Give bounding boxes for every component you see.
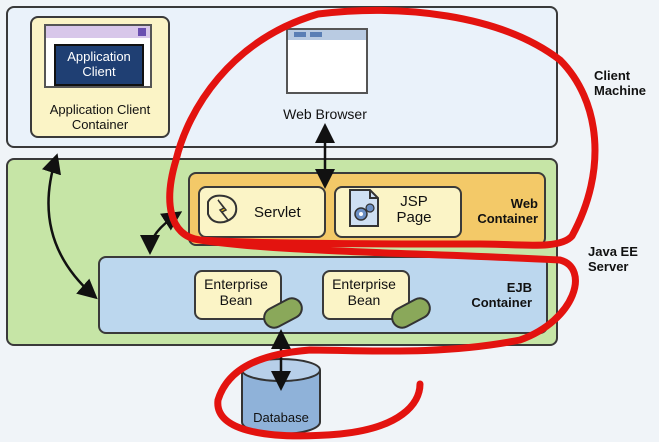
enterprise-bean-2-label: Enterprise Bean xyxy=(332,276,396,308)
client-machine-label: Client Machine xyxy=(594,68,647,98)
application-client-label: Application Client xyxy=(67,49,131,79)
java-ee-server-label: Java EE Server xyxy=(588,244,638,274)
browser-tab-marker xyxy=(294,32,306,37)
servlet-label: Servlet xyxy=(254,204,301,221)
application-client-screen: Application Client xyxy=(54,44,144,86)
window-corner-icon xyxy=(138,28,146,36)
application-client-container-label: Application Client Container xyxy=(49,102,151,132)
servlet-icon xyxy=(207,194,238,224)
jsp-page-icon xyxy=(349,189,379,227)
ejb-container-label: EJB Container xyxy=(471,280,532,310)
web-browser-label: Web Browser xyxy=(283,106,367,122)
jsp-page-label: JSP Page xyxy=(396,193,432,226)
web-container-label: Web Container xyxy=(477,196,538,226)
appclient-ejb-arrow xyxy=(41,153,98,300)
window-titlebar xyxy=(46,26,150,38)
browser-toolbar xyxy=(288,30,366,40)
web-browser-window xyxy=(286,28,368,94)
database-label: Database xyxy=(253,410,309,425)
application-client-window: Application Client xyxy=(44,24,152,88)
browser-tab-marker xyxy=(310,32,322,37)
enterprise-bean-1-label: Enterprise Bean xyxy=(204,276,268,308)
